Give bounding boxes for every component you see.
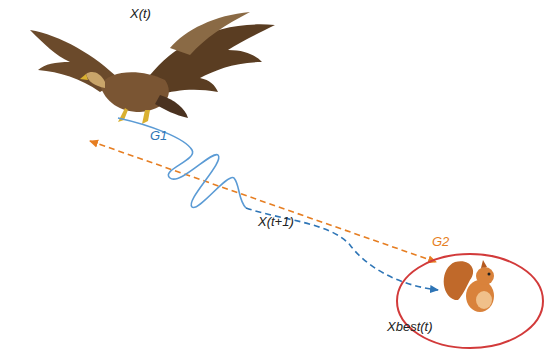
math-label: G1: [150, 128, 167, 143]
target-circle: Xbest(t): [395, 252, 545, 350]
g1-path: [118, 118, 246, 208]
eagle-figure: [30, 12, 275, 124]
squirrel-figure: [444, 260, 494, 312]
x-next-path: [246, 208, 438, 290]
math-label: X(t): [130, 6, 151, 21]
circle-outline: [395, 252, 545, 350]
math-label: X(t+1): [258, 214, 294, 229]
g2-arrow: [90, 141, 436, 262]
node-label: Xbest(t): [387, 319, 433, 334]
math-label: G2: [432, 234, 449, 249]
